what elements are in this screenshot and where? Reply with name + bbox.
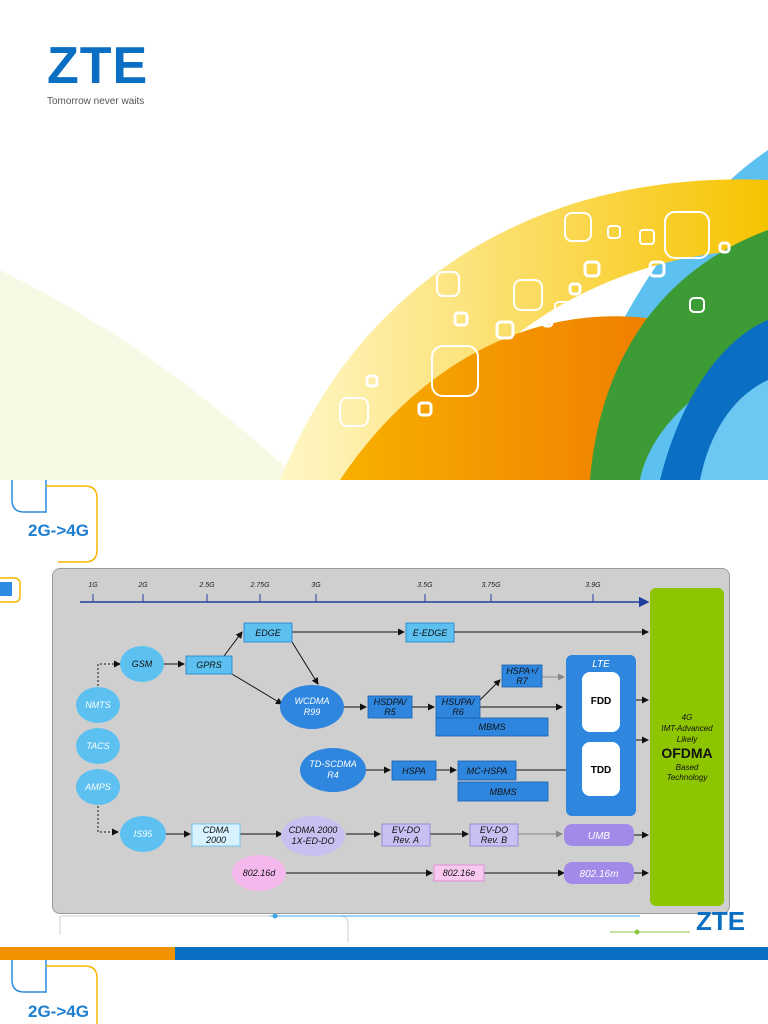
- cover-artwork: [0, 150, 768, 480]
- hsupa-label1: HSUPA/: [442, 697, 476, 707]
- node-hsdpa: [367, 695, 413, 719]
- tacs-label: TACS: [86, 741, 109, 751]
- node-evdo-b: [469, 823, 519, 847]
- node-mbms-1: [435, 717, 549, 737]
- node-80216m: [564, 862, 634, 884]
- mbms2-label: MBMS: [490, 787, 517, 797]
- node-tacs: [76, 728, 120, 764]
- fdd-box: [582, 672, 620, 732]
- edge-label: EDGE: [255, 628, 282, 638]
- fourg-l1: 4G: [682, 713, 693, 722]
- eedge-label: E-EDGE: [413, 628, 449, 638]
- mchspa-label: MC-HSPA: [467, 766, 508, 776]
- fourg-l6: Technology: [667, 773, 709, 782]
- tdd-label: TDD: [591, 765, 612, 776]
- umb-label: UMB: [588, 831, 611, 842]
- w16d-label: 802.16d: [243, 868, 277, 878]
- slide3-title: 2G->4G: [28, 1002, 89, 1021]
- node-80216e: [433, 864, 485, 882]
- tick-2g: 2G: [137, 582, 148, 589]
- tick-2-75g: 2.75G: [249, 582, 270, 589]
- wcdma-label2: R99: [304, 707, 321, 717]
- node-amps: [76, 769, 120, 805]
- node-gprs: [185, 655, 233, 675]
- hsdpa-label2: R5: [384, 707, 396, 717]
- fourg-block: [650, 588, 724, 906]
- hsdpa-label1: HSDPA/: [374, 697, 408, 707]
- node-mbms-2: [457, 781, 549, 802]
- tdd-box: [582, 742, 620, 796]
- cdma-label2: 2000: [205, 835, 226, 845]
- mbms1-label: MBMS: [479, 722, 506, 732]
- tick-2-5g: 2.5G: [198, 582, 215, 589]
- node-80216d: [232, 855, 286, 891]
- evdoa-label2: Rev. A: [393, 835, 419, 845]
- node-cdma2000-1x: [281, 816, 345, 856]
- node-e-edge: [405, 622, 455, 643]
- tick-3g: 3G: [311, 582, 321, 589]
- gprs-label: GPRS: [196, 660, 222, 670]
- cdma20002-label: 1X-ED-DO: [291, 836, 334, 846]
- evdob-label1: EV-DO: [480, 825, 508, 835]
- node-evdo-a: [381, 823, 431, 847]
- fourg-l4: OFDMA: [661, 745, 712, 761]
- node-mc-hspa: [457, 760, 517, 781]
- slide-title: 2G->4G: [28, 521, 89, 540]
- slide2-frame: [0, 480, 768, 960]
- node-wcdma: [280, 685, 344, 729]
- fourg-l2: IMT-Advanced: [661, 724, 713, 733]
- fdd-label: FDD: [591, 696, 612, 707]
- lte-label: LTE: [592, 659, 610, 670]
- slide3-frame: [11, 960, 98, 1024]
- is95-label: IS95: [134, 829, 154, 839]
- hspa-label: HSPA: [402, 766, 426, 776]
- amps-label: AMPS: [84, 782, 111, 792]
- hsupa-label2: R6: [452, 707, 464, 717]
- hspaplus-label1: HSPA+/: [506, 666, 539, 676]
- nmts-label: NMTS: [85, 700, 111, 710]
- node-hspa: [391, 760, 437, 781]
- node-gsm: [120, 646, 164, 682]
- cdma20001-label: CDMA 2000: [289, 825, 338, 835]
- wcdma-label1: WCDMA: [295, 696, 330, 706]
- node-hspa-plus: [501, 664, 543, 688]
- node-nmts: [76, 687, 120, 723]
- tdscdma-label1: TD-SCDMA: [309, 759, 357, 769]
- evdoa-label1: EV-DO: [392, 825, 420, 835]
- tick-1g: 1G: [88, 582, 98, 589]
- cdma-label1: CDMA: [203, 825, 230, 835]
- fourg-l3: Likely: [677, 735, 698, 744]
- footer-zte-logo: ZTE: [696, 906, 746, 936]
- w16m-label: 802.16m: [580, 869, 619, 880]
- node-edge: [243, 622, 293, 643]
- zte-logo: ZTE Tomorrow never waits: [47, 40, 167, 107]
- logo-tagline: Tomorrow never waits: [47, 96, 145, 107]
- w16e-label: 802.16e: [443, 868, 476, 878]
- node-umb: [564, 824, 634, 846]
- tick-3-5g: 3.5G: [417, 582, 433, 589]
- fourg-l5: Based: [676, 763, 699, 772]
- hspaplus-label2: R7: [516, 676, 528, 686]
- logo-brand: ZTE: [47, 37, 149, 95]
- gsm-label: GSM: [132, 659, 153, 669]
- node-is95: [120, 816, 166, 852]
- node-cdma-2000: [191, 823, 241, 847]
- tdscdma-label2: R4: [327, 770, 339, 780]
- evdob-label2: Rev. B: [481, 835, 507, 845]
- node-tdscdma: [300, 748, 366, 792]
- tick-3-75g: 3.75G: [481, 582, 501, 589]
- tick-3-9g: 3.9G: [585, 582, 601, 589]
